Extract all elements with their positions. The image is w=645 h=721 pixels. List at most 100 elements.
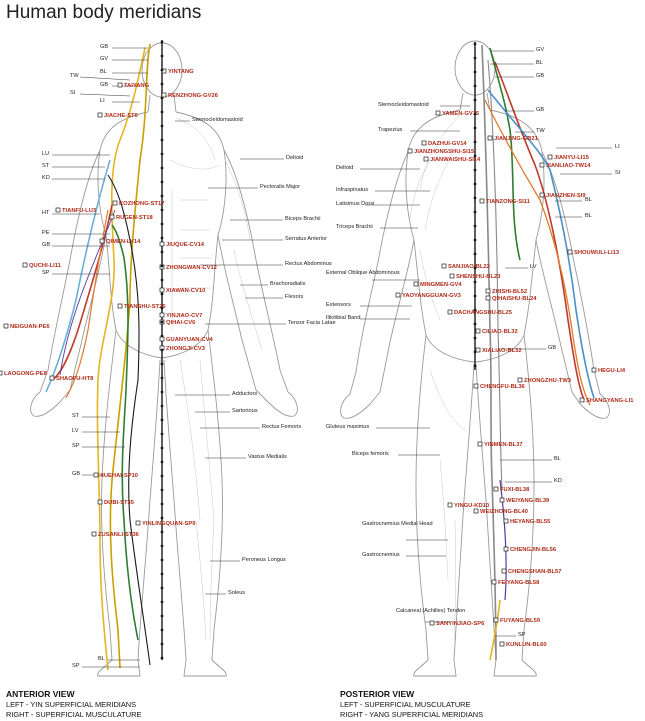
acupoint-marker xyxy=(395,292,401,298)
point-label: SANYINJIAO-SP6 xyxy=(436,621,485,627)
acupoint-marker xyxy=(503,518,509,524)
meridian-dot xyxy=(160,306,164,310)
point-label: QIHAI-CV6 xyxy=(166,320,196,326)
muscle-label: Gastrocnemius xyxy=(362,552,400,558)
point-label: SHENSHU-BL23 xyxy=(456,274,501,280)
meridian-dot xyxy=(160,264,164,268)
acupoint-marker xyxy=(407,148,413,154)
acupoint-marker xyxy=(413,281,419,287)
point-label: ZHONGWAN-CV12 xyxy=(166,265,217,271)
acupoint-marker xyxy=(3,323,9,329)
anterior-lv-line xyxy=(111,224,139,641)
meridian-dot xyxy=(473,126,477,130)
meridian-dot xyxy=(160,628,164,632)
meridian-dot xyxy=(160,516,164,520)
meridian-dot xyxy=(160,390,164,394)
muscle-label: Biceps Brachii xyxy=(285,216,320,222)
meridian-dot xyxy=(473,350,477,354)
meridian-label: ST xyxy=(72,413,80,419)
point-label: SANJIAO-BL22 xyxy=(448,264,490,270)
meridian-dot xyxy=(160,404,164,408)
anterior-points: YINTANG TAIYANG RENZHONG-GV26 JIACHE-ST6… xyxy=(4,69,219,538)
meridian-label: SP xyxy=(42,270,50,276)
acupoint-marker xyxy=(539,162,545,168)
acupoint-marker xyxy=(22,262,28,268)
meridian-dot xyxy=(160,208,164,212)
posterior-bl2-line xyxy=(487,59,503,491)
anterior-caption-left: LEFT - YIN SUPERFICIAL MERIDIANS xyxy=(6,700,137,709)
point-label: XIALIAO-BL32 xyxy=(482,348,522,354)
meridian-label: BL xyxy=(100,69,107,75)
point-label: SHAOFU-HT8 xyxy=(56,376,94,382)
muscle-label: Rectus Abdominus xyxy=(285,261,332,267)
point-label: HEGU-LI4 xyxy=(598,368,626,374)
page-title: Human body meridians xyxy=(6,2,202,23)
anterior-ht2-line xyxy=(59,209,116,376)
meridian-label: SI xyxy=(70,90,76,96)
acupoint-marker xyxy=(567,249,573,255)
meridian-label: GB xyxy=(72,471,80,477)
anterior-gb-line xyxy=(96,47,146,671)
posterior-kd-line xyxy=(499,479,507,601)
anterior-meridian-labels: GB GV BL TW GB SI LI LU ST KD HT PE GB S… xyxy=(42,44,148,669)
acupoint-marker xyxy=(449,273,455,279)
posterior-li-line xyxy=(487,89,595,399)
acupoint-marker xyxy=(503,546,509,552)
meridian-dot xyxy=(160,96,164,100)
muscle-label: Gastrocnemius Medial Head xyxy=(362,521,433,527)
meridian-label: GB xyxy=(548,345,556,351)
meridian-label: GV xyxy=(536,47,544,53)
acupoint-marker xyxy=(499,497,505,503)
meridian-dot xyxy=(160,432,164,436)
meridian-label: GB xyxy=(100,44,108,50)
meridian-dot xyxy=(473,322,477,326)
acupoint-marker xyxy=(491,579,497,585)
point-label: TIANZONG-SI11 xyxy=(486,199,531,205)
meridian-dot xyxy=(160,460,164,464)
meridian-dot xyxy=(473,266,477,270)
meridian-dot xyxy=(160,600,164,604)
point-label: YINLINGQUAN-SP9 xyxy=(142,521,196,527)
point-label: GUANYUAN-CV4 xyxy=(166,337,213,343)
meridian-dot xyxy=(473,182,477,186)
meridian-dot xyxy=(473,70,477,74)
anterior-caption-right: RIGHT - SUPERFICIAL MUSCULATURE xyxy=(6,710,142,719)
point-label: ZHONGJI-CV3 xyxy=(166,346,206,352)
meridian-label: GB xyxy=(536,73,544,79)
meridian-dot xyxy=(473,140,477,144)
meridian-label: LV xyxy=(72,428,79,434)
point-label: CHENGJIN-BL56 xyxy=(510,547,557,553)
posterior-figure xyxy=(340,40,610,677)
muscle-label: Illiotibial Band xyxy=(326,315,361,321)
meridian-dot xyxy=(473,42,477,46)
meridian-dot xyxy=(160,124,164,128)
posterior-caption-right: RIGHT - YANG SUPERFICIAL MERIDIANS xyxy=(340,710,484,719)
meridian-dot xyxy=(160,376,164,380)
anterior-sp-line xyxy=(107,174,151,666)
posterior-si-line xyxy=(484,99,591,406)
muscle-label: Brachoradialis xyxy=(270,281,306,287)
meridian-dot xyxy=(160,236,164,240)
acupoint-marker xyxy=(501,568,507,574)
posterior-tw-line xyxy=(494,61,585,401)
meridian-dot xyxy=(473,336,477,340)
acupoint-marker xyxy=(447,309,453,315)
meridian-label: BL xyxy=(585,213,592,219)
meridian-label: GB xyxy=(100,82,108,88)
meridian-dot xyxy=(160,138,164,142)
anterior-ht-line xyxy=(65,209,109,399)
point-label: JIANWAISHU-SI14 xyxy=(430,157,481,163)
point-label: SHANGYANG-LI1 xyxy=(586,398,634,404)
muscle-label: Rectus Femoris xyxy=(262,424,301,430)
point-label: WEIZHONG-BL40 xyxy=(480,509,528,515)
acupoint-marker xyxy=(99,238,105,244)
point-label: DACHANGSHU-BL25 xyxy=(454,310,513,316)
acupoint-marker xyxy=(493,486,499,492)
point-label: ZHONGZHU-TW3 xyxy=(524,378,572,384)
posterior-gb-line xyxy=(489,47,521,261)
meridian-dot xyxy=(160,572,164,576)
muscle-label: Peroneus Longus xyxy=(242,557,286,563)
acupoint-marker xyxy=(112,200,118,206)
meridian-dot xyxy=(160,558,164,562)
posterior-caption-heading: POSTERIOR VIEW xyxy=(340,689,415,699)
